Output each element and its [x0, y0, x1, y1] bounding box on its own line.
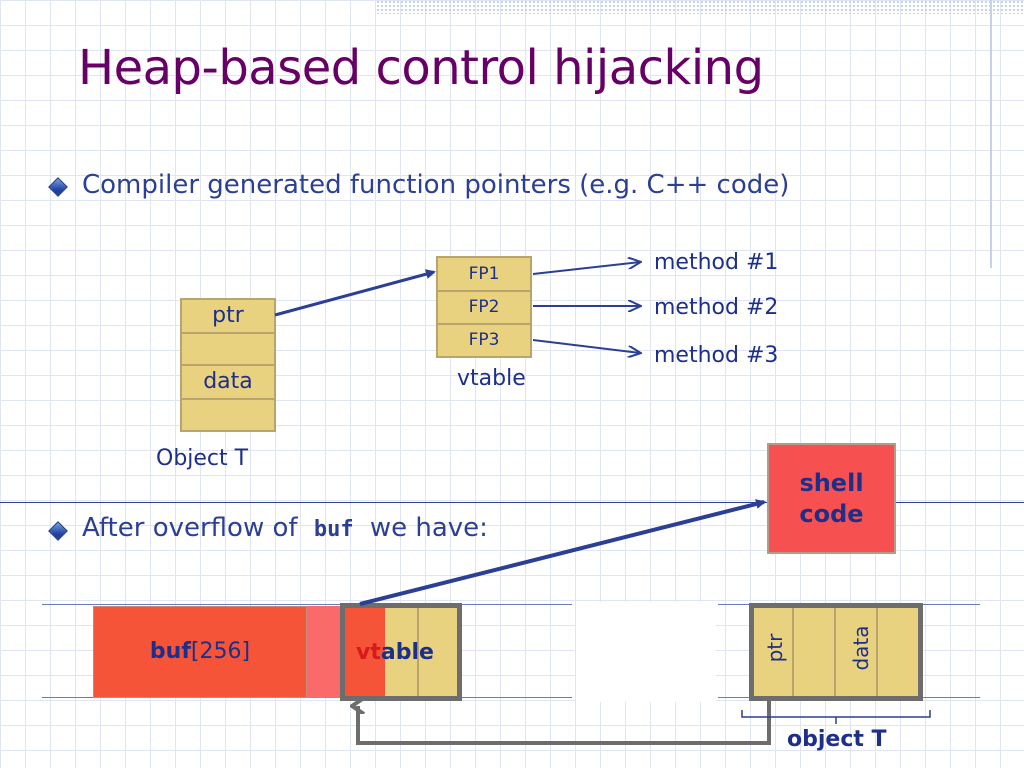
vtable-cell-fp3: FP3	[436, 323, 532, 358]
buf-name: buf	[149, 639, 191, 664]
overwritten-ptr-cell	[345, 608, 385, 696]
vtable-vt: vt	[356, 640, 381, 665]
object-t-memory	[749, 603, 923, 701]
shellcode-line-1: shell	[799, 469, 864, 497]
object-cell-ptr: ptr	[180, 298, 276, 334]
memory-guide-line	[42, 604, 572, 605]
vtable-rest: able	[380, 640, 434, 665]
cell-divider	[834, 608, 836, 696]
buf-block: buf[256]	[93, 606, 307, 698]
overwritten-object	[340, 603, 462, 701]
bullet-2-code: buf	[313, 517, 354, 542]
cell-divider	[876, 608, 878, 696]
object-cell-empty-1	[180, 332, 276, 366]
vtable-label: vtable	[457, 366, 526, 391]
shellcode-box: shell code	[767, 443, 896, 554]
shellcode-line-2: code	[799, 500, 864, 528]
bullet-text-1: Compiler generated function pointers (e.…	[82, 170, 790, 200]
object-cell-data: data	[180, 364, 276, 400]
method-3-label: method #3	[654, 343, 779, 368]
object-cell-empty-2	[180, 398, 276, 432]
object-t-bottom-label: object T	[787, 727, 887, 752]
blank-gap	[576, 602, 716, 702]
buf-size: [256]	[190, 639, 251, 664]
cell-divider	[792, 608, 794, 696]
bullet-2-suffix: we have:	[369, 513, 488, 543]
ptr-to-vtable-arrow	[274, 269, 436, 317]
vtable-box: FP1 FP2 FP3	[436, 256, 532, 358]
fp3-arrow	[532, 339, 640, 353]
object-ptr-arrow	[358, 700, 771, 745]
object-t-label: Object T	[156, 446, 249, 471]
fp1-arrow	[532, 262, 640, 275]
method-2-label: method #2	[654, 295, 779, 320]
cell-divider	[417, 608, 419, 696]
hijack-arrow	[359, 499, 766, 606]
method-1-label: method #1	[654, 250, 779, 275]
object-t-box: ptr data	[180, 298, 276, 432]
decorative-line	[990, 0, 992, 268]
separator-line	[0, 502, 1024, 503]
decorative-band	[376, 0, 1024, 14]
bullet-2-prefix: After overflow of	[82, 513, 298, 543]
vtable-cell-fp2: FP2	[436, 290, 532, 325]
bullet-text-2: After overflow of buf we have:	[82, 513, 488, 543]
vtable-overwritten-label: vtable	[356, 640, 434, 665]
vtable-cell-fp1: FP1	[436, 256, 532, 292]
overflow-pad	[307, 606, 341, 698]
slide-title: Heap-based control hijacking	[78, 40, 764, 96]
